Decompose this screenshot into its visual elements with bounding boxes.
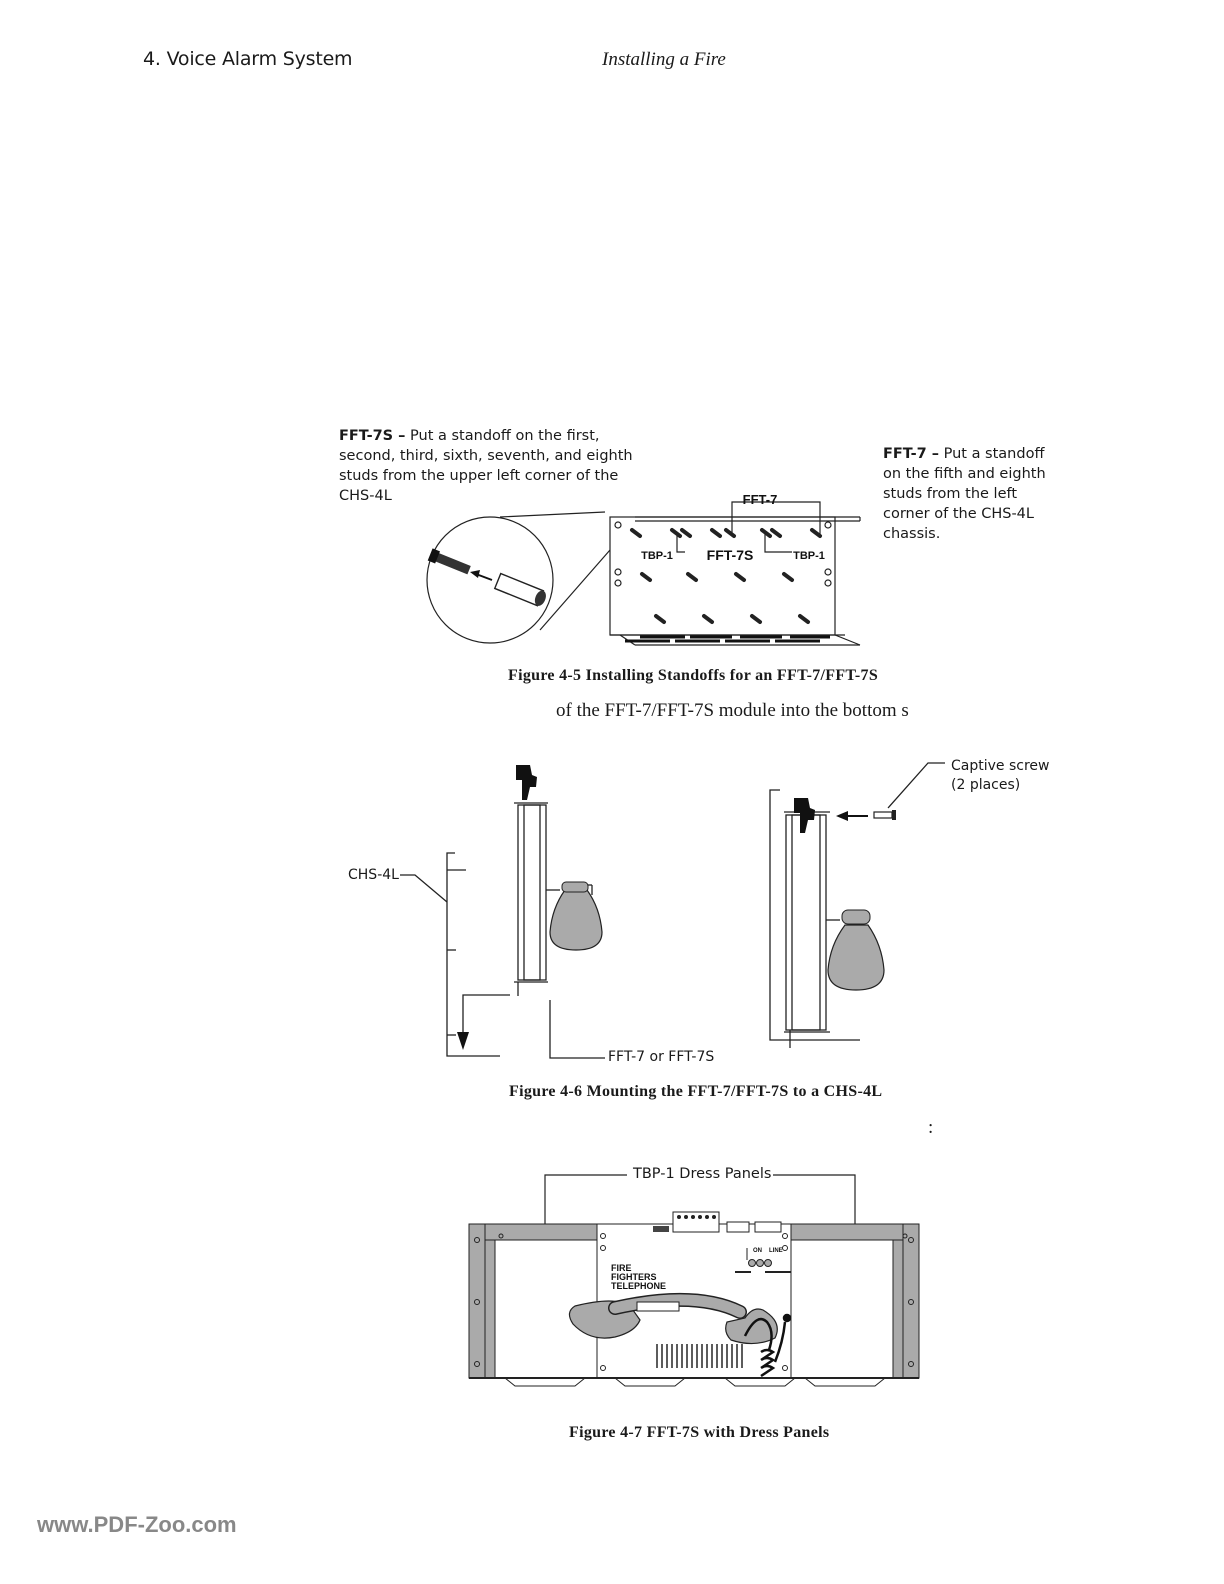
tbp-label-left: TBP-1	[641, 550, 673, 562]
section-title: 4. Voice Alarm System	[143, 48, 353, 70]
arrow-icon	[470, 570, 493, 581]
tbp-label-right: TBP-1	[793, 550, 825, 562]
handset-icon	[568, 1292, 778, 1345]
body-text-line: of the FFT-7/FFT-7S module into the bott…	[556, 700, 909, 721]
fft7-label: FFT-7	[743, 492, 778, 507]
footer-watermark: www.PDF-Zoo.com	[37, 1512, 237, 1537]
standoff-diagram: FFT-7 FFT-7S TBP-1 TBP-1	[426, 492, 861, 646]
panel-text-fire: FIRE	[611, 1263, 632, 1273]
panel-text-line: LINE	[769, 1248, 783, 1254]
figure-4-5-caption: Figure 4-5 Installing Standoffs for an F…	[508, 667, 879, 684]
fft7s-note-label: FFT-7S –	[339, 428, 406, 444]
bell-icon-right	[827, 909, 885, 991]
magnifier-circle	[426, 516, 554, 644]
colon-text: :	[928, 1117, 934, 1138]
page-title: Installing a Fire	[602, 49, 726, 70]
captive-screw-icon	[873, 810, 896, 820]
fft7-note-text: Put a standoff on the fifth and eighth s…	[883, 446, 1046, 542]
captive-screw-label-line2: (2 places)	[951, 777, 1021, 793]
led-indicators	[735, 1248, 791, 1273]
figure-4-6-caption: Figure 4-6 Mounting the FFT-7/FFT-7S to …	[509, 1083, 883, 1100]
fft7-note: FFT-7 – Put a standoff on the fifth and …	[883, 444, 1063, 544]
panel-text-telephone: TELEPHONE	[611, 1281, 666, 1291]
fft7s-note-text: Put a standoff on the first, second, thi…	[339, 428, 633, 504]
panel-text-fighters: FIGHTERS	[611, 1272, 657, 1282]
dress-panel-diagram: FIRE FIGHTERS TELEPHONE ON LINE	[468, 1174, 920, 1387]
figure-4-7-caption: Figure 4-7 FFT-7S with Dress Panels	[569, 1424, 830, 1441]
fft7s-label: FFT-7S	[707, 547, 754, 563]
standoff-icon	[493, 572, 546, 607]
speaker-grille	[656, 1344, 743, 1368]
chs4l-label: CHS-4L	[348, 867, 399, 883]
panel-text-on: ON	[753, 1248, 762, 1254]
screw-icon	[427, 548, 471, 575]
cord-icon	[743, 1313, 792, 1378]
bell-icon	[549, 881, 603, 951]
module-label: FFT-7 or FFT-7S	[608, 1049, 715, 1065]
mounting-diagram	[400, 762, 945, 1059]
dress-panels-label: TBP-1 Dress Panels	[633, 1166, 772, 1182]
captive-screw-label-line1: Captive screw	[951, 758, 1050, 774]
captive-screw-label: Captive screw (2 places)	[951, 757, 1049, 795]
fft7s-note: FFT-7S – Put a standoff on the first, se…	[339, 426, 639, 506]
fft7-note-label: FFT-7 –	[883, 446, 939, 462]
